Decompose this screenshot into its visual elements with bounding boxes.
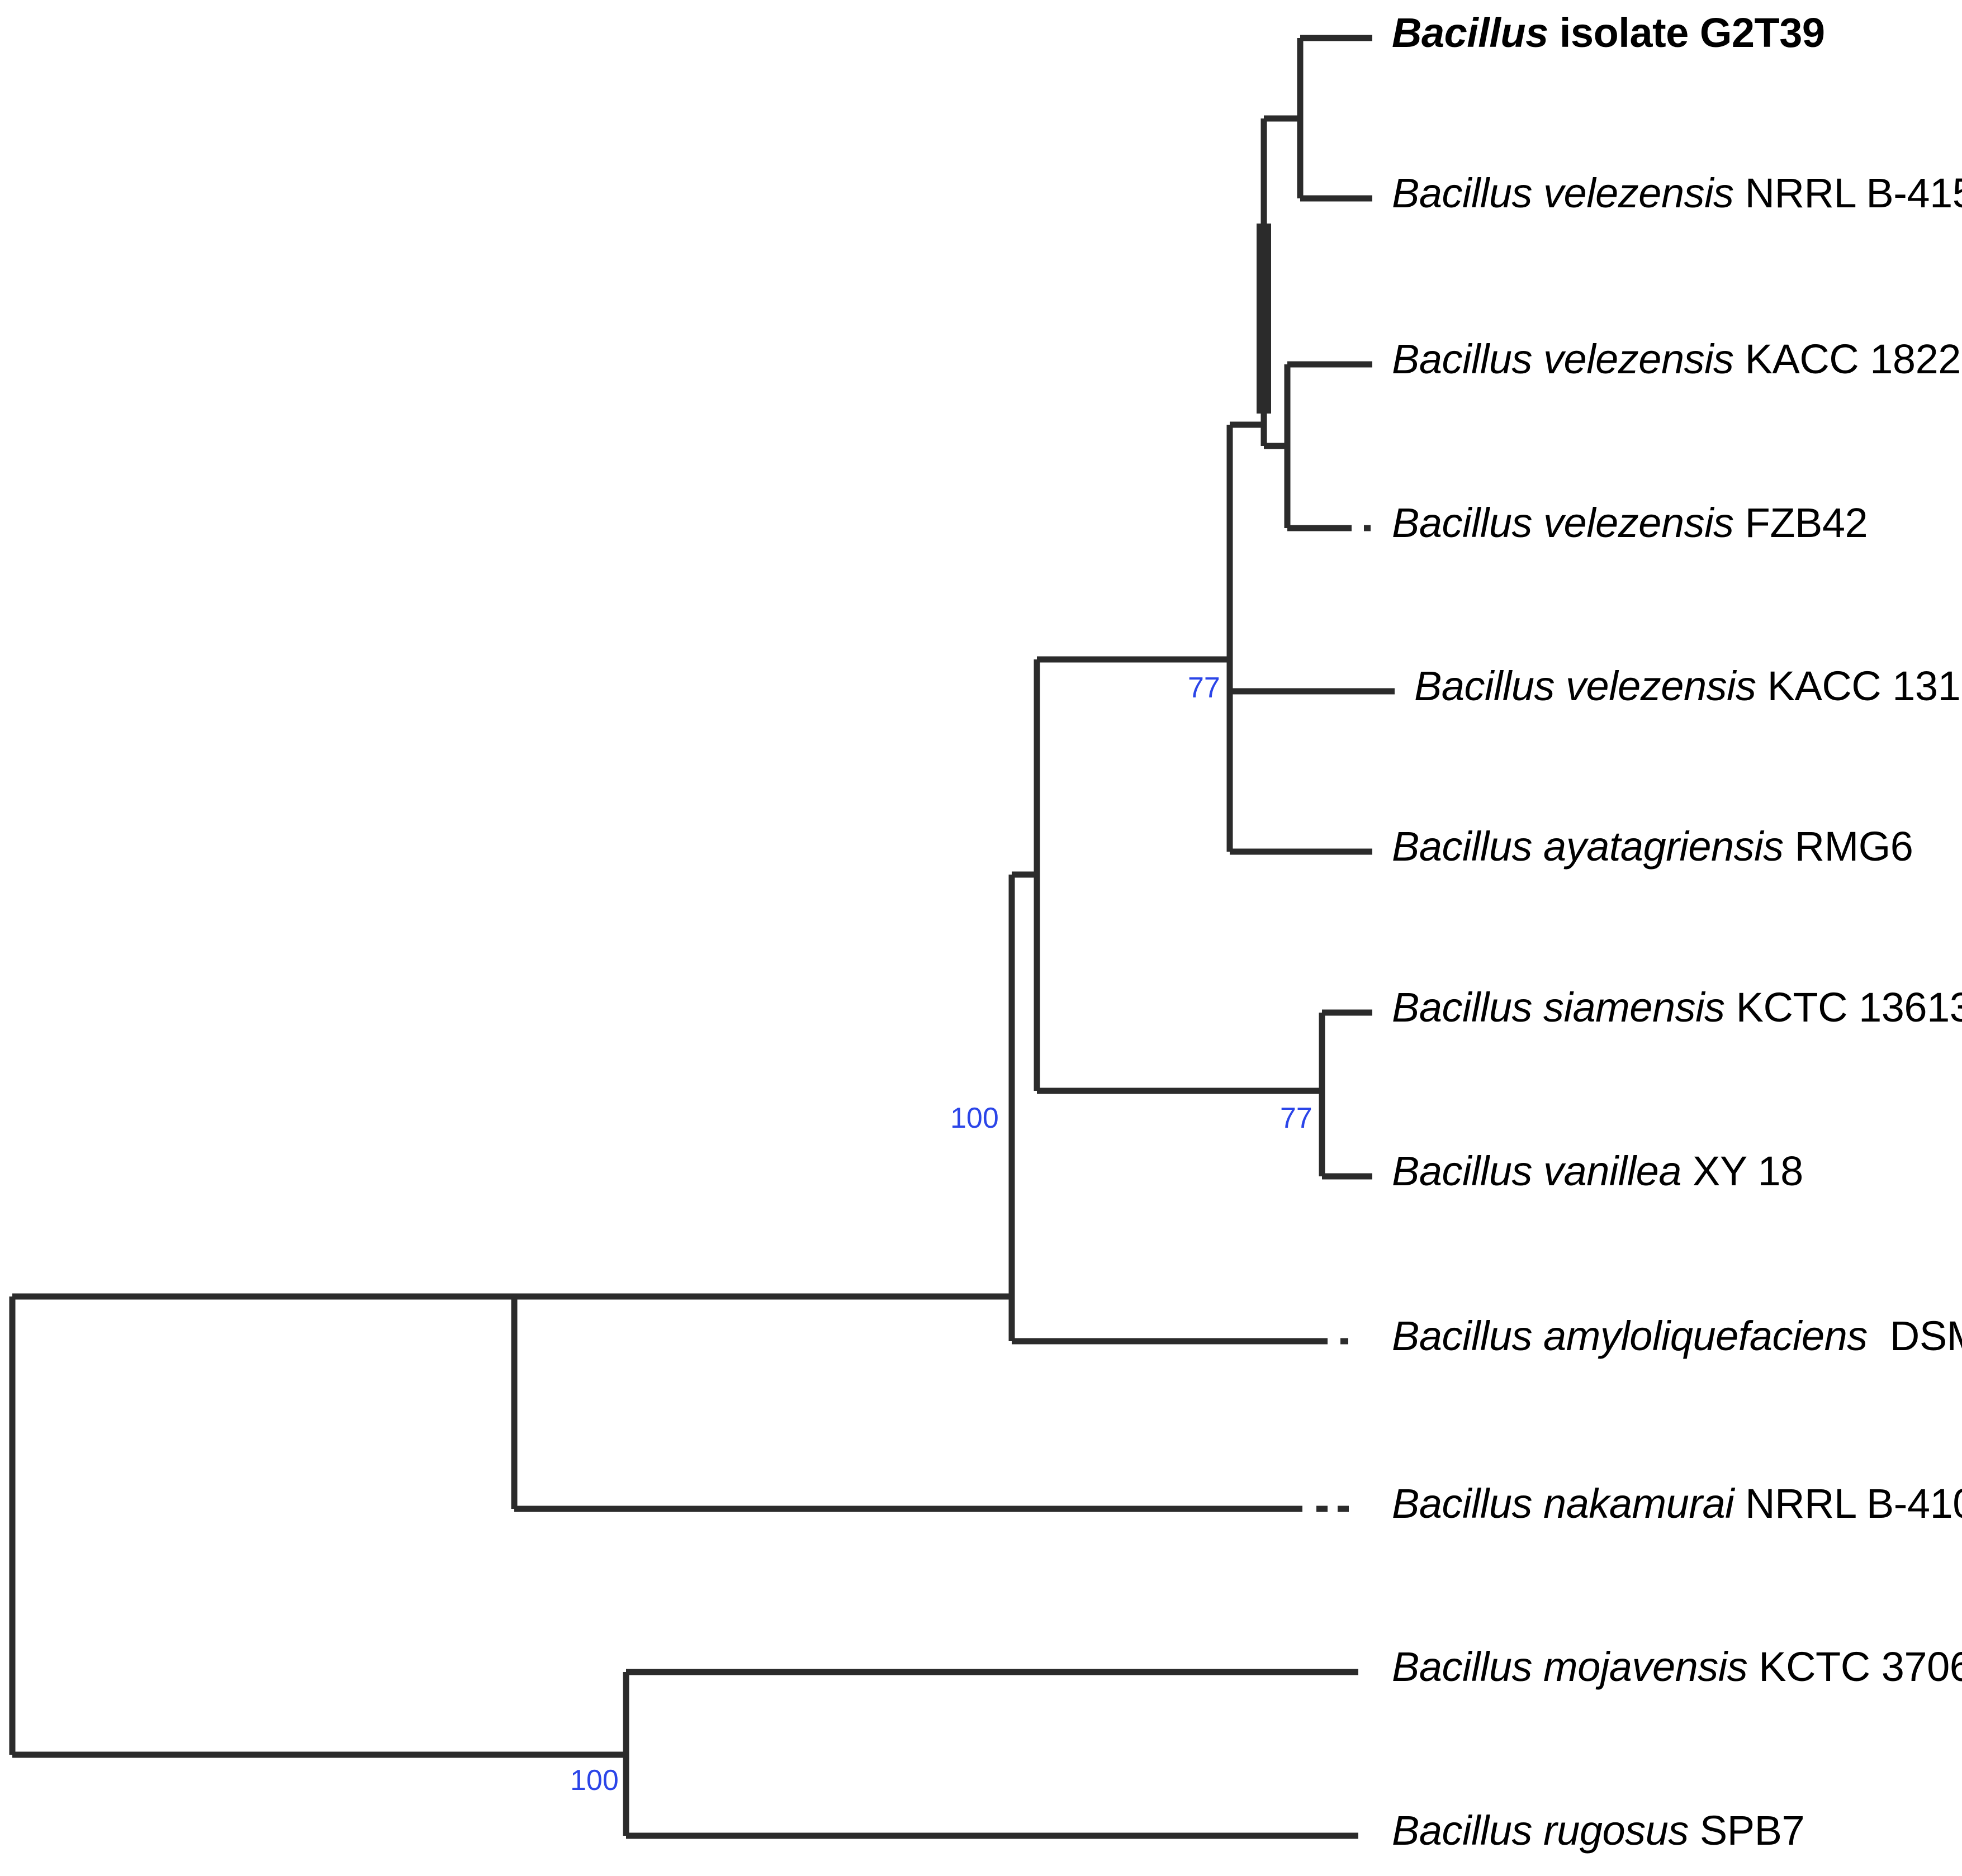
taxon-genus: Bacillus mojavensis xyxy=(1392,1644,1748,1690)
taxon-genus: Bacillus velezensis xyxy=(1392,500,1734,546)
taxon-strain: SPB7 xyxy=(1688,1807,1805,1854)
taxon-genus: Bacillus velezensis xyxy=(1414,663,1756,709)
taxon-strain: NRRL B-41580 xyxy=(1745,170,1962,216)
taxon-strain: NRRL B-41091 xyxy=(1745,1480,1962,1527)
taxon-label-velezensis-kacc-18228: Bacillus velezensis KACC 18228 xyxy=(1392,339,1962,380)
taxon-strain: KCTC 13613 xyxy=(1724,984,1962,1030)
taxon-label-velezensis-nrrl-b-41580: Bacillus velezensis NRRL B-41580 xyxy=(1392,173,1962,214)
taxon-label-velezensis-fzb42: Bacillus velezensis FZB42 xyxy=(1392,502,1868,544)
taxon-label-g2t39: Bacillus isolate G2T39 xyxy=(1392,12,1825,54)
taxon-strain: DSM 7 xyxy=(1889,1313,1962,1359)
taxon-strain: FZB42 xyxy=(1733,500,1868,546)
taxon-strain: RMG6 xyxy=(1783,823,1913,870)
taxon-strain: KACC 13105 xyxy=(1767,663,1962,709)
taxon-label-siamensis-kctc-13613: Bacillus siamensis KCTC 13613 xyxy=(1392,987,1962,1028)
taxon-label-amyloliquefaciens-dsm-7: Bacillus amyloliquefaciens DSM 7 xyxy=(1392,1315,1962,1357)
bootstrap-value-core-group: 100 xyxy=(950,1102,999,1134)
taxon-label-mojavensis-kctc-3706: Bacillus mojavensis KCTC 3706 xyxy=(1392,1646,1962,1688)
taxon-label-ayatagriensis-rmg6: Bacillus ayatagriensis RMG6 xyxy=(1392,826,1913,867)
taxon-genus: Bacillus xyxy=(1392,10,1548,56)
taxon-genus: Bacillus ayatagriensis xyxy=(1392,823,1784,870)
taxon-strain: XY 18 xyxy=(1681,1148,1803,1194)
taxon-label-nakamurai-nrrl-b-41091: Bacillus nakamurai NRRL B-41091 xyxy=(1392,1483,1962,1524)
taxon-genus: Bacillus velezensis xyxy=(1392,170,1734,216)
taxon-genus: Bacillus nakamurai xyxy=(1392,1480,1734,1527)
bootstrap-value-velezensis-clade: 77 xyxy=(1188,672,1220,704)
taxon-label-rugosus-spb7: Bacillus rugosus SPB7 xyxy=(1392,1807,1805,1854)
taxon-genus: Bacillus rugosus xyxy=(1392,1807,1689,1854)
taxon-label-vanillea-xy-18: Bacillus vanillea XY 18 xyxy=(1392,1151,1803,1192)
taxon-genus: Bacillus amyloliquefaciens xyxy=(1392,1313,1868,1359)
bootstrap-value-siamensis-vanillea: 77 xyxy=(1280,1102,1312,1134)
taxon-strain: KACC 18228 xyxy=(1733,336,1962,382)
taxon-genus: Bacillus siamensis xyxy=(1392,984,1725,1030)
taxon-genus: Bacillus vanillea xyxy=(1392,1148,1682,1194)
taxon-strain: isolate G2T39 xyxy=(1548,10,1825,56)
taxon-genus: Bacillus velezensis xyxy=(1392,336,1734,382)
taxon-label-velezensis-kacc-13105: Bacillus velezensis KACC 13105 xyxy=(1414,666,1962,707)
taxon-strain: KCTC 3706 xyxy=(1747,1644,1962,1690)
bootstrap-value-mojavensis-rugosus: 100 xyxy=(570,1764,619,1797)
